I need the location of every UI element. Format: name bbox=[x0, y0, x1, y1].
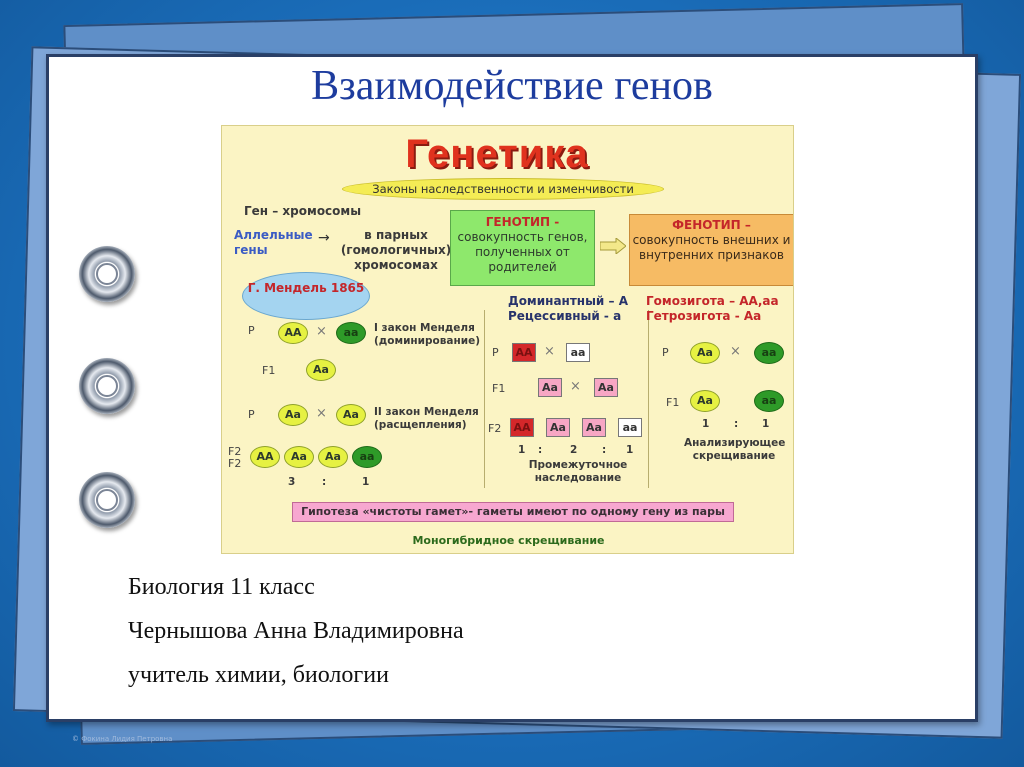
gene-Aa: Аа bbox=[306, 359, 336, 381]
divider bbox=[648, 310, 649, 488]
dominant-label: Доминантный – А bbox=[508, 294, 628, 308]
recessive-label: Рецессивный - а bbox=[508, 309, 622, 323]
ratio-colon: : bbox=[538, 444, 543, 456]
f1-label: F1 bbox=[666, 396, 680, 409]
p-label: P bbox=[248, 324, 255, 337]
law1-label: I закон Менделя (доминирование) bbox=[374, 322, 481, 347]
laws-oval: Законы наследственности и изменчивости bbox=[342, 178, 664, 200]
hypothesis-bar: Гипотеза «чистоты гамет»- гаметы имеют п… bbox=[292, 502, 734, 522]
mendel-oval: Г. Мендель 1865 bbox=[242, 272, 370, 320]
ratio-2: 2 bbox=[570, 444, 578, 456]
sq-aa: аа bbox=[566, 343, 590, 362]
ratio-colon: : bbox=[602, 444, 607, 456]
p-label: P bbox=[492, 346, 499, 359]
gene-Aa: Аа bbox=[690, 390, 720, 412]
f1-label: F1 bbox=[262, 364, 276, 377]
sq-AA: АА bbox=[512, 343, 536, 362]
genotype-body: совокупность генов, полученных от родите… bbox=[457, 230, 588, 274]
genotype-box: ГЕНОТИП - совокупность генов, полученных… bbox=[450, 210, 595, 286]
intermediate-label: Промежуточное наследование bbox=[528, 459, 628, 484]
alleles-label: Аллельные гены bbox=[234, 228, 313, 257]
ratio-colon: : bbox=[734, 418, 739, 430]
subject-line: Биология 11 класс bbox=[128, 574, 315, 600]
gene-Aa: Аа bbox=[336, 404, 366, 426]
cross-icon: × bbox=[316, 324, 327, 339]
gene-Aa: Аа bbox=[284, 446, 314, 468]
sq-Aa: Аа bbox=[582, 418, 606, 437]
sq-AA: АА bbox=[510, 418, 534, 437]
gene-AA: АА bbox=[250, 446, 280, 468]
gene-aa: аа bbox=[754, 342, 784, 364]
cross-icon: × bbox=[544, 344, 555, 359]
sq-Aa: Аа bbox=[594, 378, 618, 397]
law2-label: II закон Менделя (расщепления) bbox=[374, 406, 479, 431]
ratio-1: 1 bbox=[626, 444, 634, 456]
diagram-heading: Генетика bbox=[405, 132, 589, 176]
p-label: P bbox=[248, 408, 255, 421]
gene-aa: аа bbox=[336, 322, 366, 344]
phenotype-head: ФЕНОТИП – bbox=[672, 218, 751, 232]
ratio-1: 1 bbox=[702, 418, 710, 430]
sq-aa: аа bbox=[618, 418, 642, 437]
gene-aa: аа bbox=[754, 390, 784, 412]
cross-icon: × bbox=[316, 406, 327, 421]
monohybrid-label: Моногибридное скрещивание bbox=[412, 534, 605, 547]
ratio-1: 1 bbox=[518, 444, 526, 456]
genetics-diagram: Генетика Законы наследственности и измен… bbox=[221, 125, 794, 554]
phenotype-box: ФЕНОТИП – совокупность внешних и внутрен… bbox=[629, 214, 793, 286]
f2-label: F2 bbox=[488, 422, 502, 435]
gene-Aa: Аа bbox=[318, 446, 348, 468]
p-label: P bbox=[662, 346, 669, 359]
ratio-3: 3 bbox=[288, 476, 296, 488]
cross-icon: × bbox=[730, 344, 741, 359]
divider bbox=[484, 310, 485, 488]
binder-ring-icon bbox=[79, 358, 135, 414]
copyright-note: © Фокина Лидия Петровна bbox=[72, 735, 173, 743]
analyzing-label: Анализирующее скрещивание bbox=[684, 437, 786, 462]
gene-Aa: Аа bbox=[278, 404, 308, 426]
gene-AA: АА bbox=[278, 322, 308, 344]
gene-Aa: Аа bbox=[690, 342, 720, 364]
sq-Aa: Аа bbox=[538, 378, 562, 397]
ratio-colon: : bbox=[322, 476, 327, 488]
binder-ring-icon bbox=[79, 472, 135, 528]
cross-icon: × bbox=[570, 379, 581, 394]
gene-aa: аа bbox=[352, 446, 382, 468]
teacher-line: учитель химии, биологии bbox=[128, 662, 389, 688]
pairs-label: в парных (гомологичных) хромосомах bbox=[340, 228, 452, 272]
sq-Aa: Аа bbox=[546, 418, 570, 437]
f1-label: F1 bbox=[492, 382, 506, 395]
binder-ring-icon bbox=[79, 246, 135, 302]
arrow-icon: → bbox=[318, 230, 330, 246]
gene-chromosomes-label: Ген – хромосомы bbox=[244, 204, 362, 218]
homozygote-label: Гомозигота – АА,аа bbox=[646, 294, 779, 308]
arrow-right-icon bbox=[600, 238, 626, 254]
heterozygote-label: Гетрозигота - Аа bbox=[646, 309, 762, 323]
phenotype-body: совокупность внешних и внутренних призна… bbox=[632, 233, 791, 262]
ratio-1: 1 bbox=[362, 476, 370, 488]
author-line: Чернышова Анна Владимировна bbox=[128, 618, 464, 644]
ratio-1: 1 bbox=[762, 418, 770, 430]
slide-title: Взаимодействие генов bbox=[311, 63, 713, 109]
genotype-head: ГЕНОТИП - bbox=[485, 215, 560, 229]
